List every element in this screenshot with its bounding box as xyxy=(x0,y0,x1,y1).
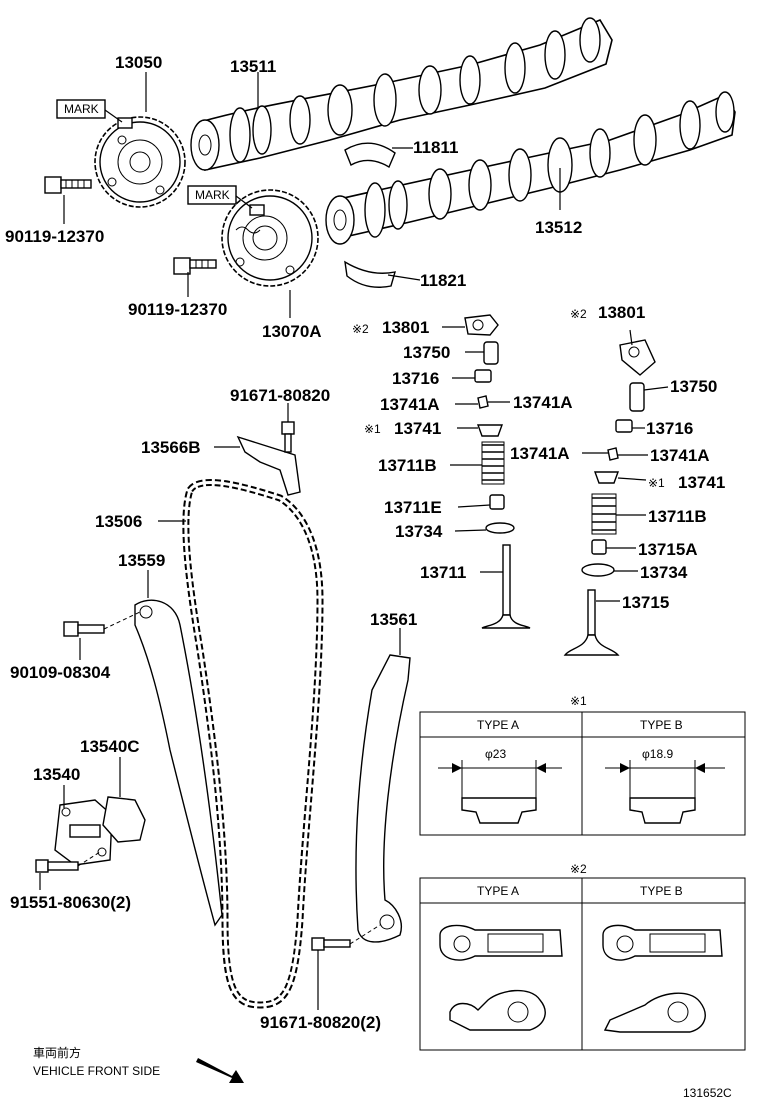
label-13801-left: 13801 xyxy=(382,318,429,337)
table-ref1: ※1 TYPE A TYPE B φ23 φ18.9 xyxy=(419,694,746,836)
seal-13715a xyxy=(591,539,607,555)
bolt-91671-b xyxy=(311,937,351,951)
label-13750-left: 13750 xyxy=(403,343,450,362)
label-91671-b: 91671-80820(2) xyxy=(260,1013,381,1032)
mark-box-2 xyxy=(187,185,237,205)
mark-label-2: MARK xyxy=(195,188,230,202)
label-13506: 13506 xyxy=(95,512,142,531)
bolt-91551 xyxy=(35,859,79,873)
ref-mark-1a: ※1 xyxy=(364,422,381,436)
label-90119-b: 90119-12370 xyxy=(128,300,227,319)
label-13741a-2: 13741A xyxy=(513,393,573,412)
label-13540c: 13540C xyxy=(80,737,140,756)
retainer-13741-right xyxy=(594,471,619,484)
vehicle-front-jp: 車両前方 xyxy=(33,1045,81,1060)
gasket-13540c xyxy=(102,796,146,843)
label-13070a: 13070A xyxy=(262,322,322,341)
label-11811: 11811 xyxy=(413,138,458,157)
label-13741-left: 13741 xyxy=(394,419,441,438)
mark-label-1: MARK xyxy=(64,102,99,116)
cap-13716-right xyxy=(615,419,633,433)
label-13711b-right: 13711B xyxy=(648,507,707,526)
label-13801-right: 13801 xyxy=(598,303,645,322)
rocker-arm-13801-right xyxy=(619,339,656,376)
bolt-90119-b xyxy=(173,257,217,275)
seal-13711e xyxy=(489,494,505,510)
label-13750-right: 13750 xyxy=(670,377,717,396)
label-13734-left: 13734 xyxy=(395,522,443,541)
ref-mark-1b: ※1 xyxy=(648,476,665,490)
keeper-13741a-right xyxy=(607,447,619,461)
label-13711: 13711 xyxy=(420,563,466,582)
table-ref2: ※2 TYPE A TYPE B xyxy=(419,862,746,1051)
label-13566b: 13566B xyxy=(141,438,201,457)
label-13715a: 13715A xyxy=(638,540,698,559)
table1-title: ※1 xyxy=(570,694,587,708)
bolt-90119-a xyxy=(44,176,92,194)
spring-13711b-right xyxy=(591,493,617,535)
table1-dim-b: φ18.9 xyxy=(642,747,673,761)
lash-adjuster-13750-left xyxy=(483,341,499,365)
washer-13734-left xyxy=(485,522,515,534)
label-13741a-4: 13741A xyxy=(650,446,710,465)
sprocket-13050 xyxy=(94,116,186,208)
table2-type-b: TYPE B xyxy=(640,884,683,898)
label-13716-left: 13716 xyxy=(392,369,439,388)
table1-type-b: TYPE B xyxy=(640,718,683,732)
bolt-91671-a xyxy=(281,421,295,453)
label-90109: 90109-08304 xyxy=(10,663,111,682)
washer-13734-right xyxy=(581,563,615,577)
sprocket-13070a xyxy=(221,189,319,287)
label-90119-a: 90119-12370 xyxy=(5,227,104,246)
table1-dim-a: φ23 xyxy=(485,747,506,761)
bearing-11811 xyxy=(344,142,396,169)
direction-arrow-icon xyxy=(196,1058,244,1083)
valve-13711 xyxy=(481,544,531,629)
table1-type-a: TYPE A xyxy=(477,718,519,732)
valve-13715 xyxy=(563,589,620,656)
label-13741-right: 13741 xyxy=(678,473,725,492)
table2-type-a: TYPE A xyxy=(477,884,519,898)
tensioner-13540 xyxy=(54,799,113,866)
chain-guide-13566b xyxy=(236,435,301,496)
label-11821: 11821 xyxy=(420,271,466,290)
label-13512: 13512 xyxy=(535,218,582,237)
leader-lines xyxy=(39,72,669,1010)
label-13711b-left: 13711B xyxy=(378,456,437,475)
mark-box-1 xyxy=(56,99,106,119)
bolt-90109 xyxy=(63,621,105,637)
vehicle-front-en: VEHICLE FRONT SIDE xyxy=(33,1064,160,1078)
label-13511: 13511 xyxy=(230,57,276,76)
keeper-13741a-left xyxy=(477,395,489,409)
label-13559: 13559 xyxy=(118,551,165,570)
camshaft-13511 xyxy=(190,17,613,171)
diagram-number: 131652C xyxy=(683,1086,732,1100)
retainer-13741-left xyxy=(477,424,503,437)
label-91551: 91551-80630(2) xyxy=(10,893,131,912)
chain-guide-13561 xyxy=(355,654,411,943)
camshaft-13512 xyxy=(325,91,736,245)
cap-13716-left xyxy=(474,369,492,383)
label-13734-right: 13734 xyxy=(640,563,688,582)
label-13741a-3: 13741A xyxy=(510,444,570,463)
spring-13711b-left xyxy=(481,441,505,485)
label-91671-a: 91671-80820 xyxy=(230,386,330,405)
lash-adjuster-13750-right xyxy=(629,382,645,412)
bearing-11821 xyxy=(344,260,396,288)
rocker-arm-13801-left xyxy=(464,314,499,336)
tensioner-arm-13559 xyxy=(134,599,223,927)
label-13741a-1: 13741A xyxy=(380,395,440,414)
label-13050: 13050 xyxy=(115,53,162,72)
label-13561: 13561 xyxy=(370,610,417,629)
ref-mark-2a: ※2 xyxy=(352,322,369,336)
ref-mark-2b: ※2 xyxy=(570,307,587,321)
label-13540: 13540 xyxy=(33,765,80,784)
label-13716-right: 13716 xyxy=(646,419,693,438)
table2-title: ※2 xyxy=(570,862,587,876)
label-13715: 13715 xyxy=(622,593,669,612)
label-13711e: 13711E xyxy=(384,498,442,517)
